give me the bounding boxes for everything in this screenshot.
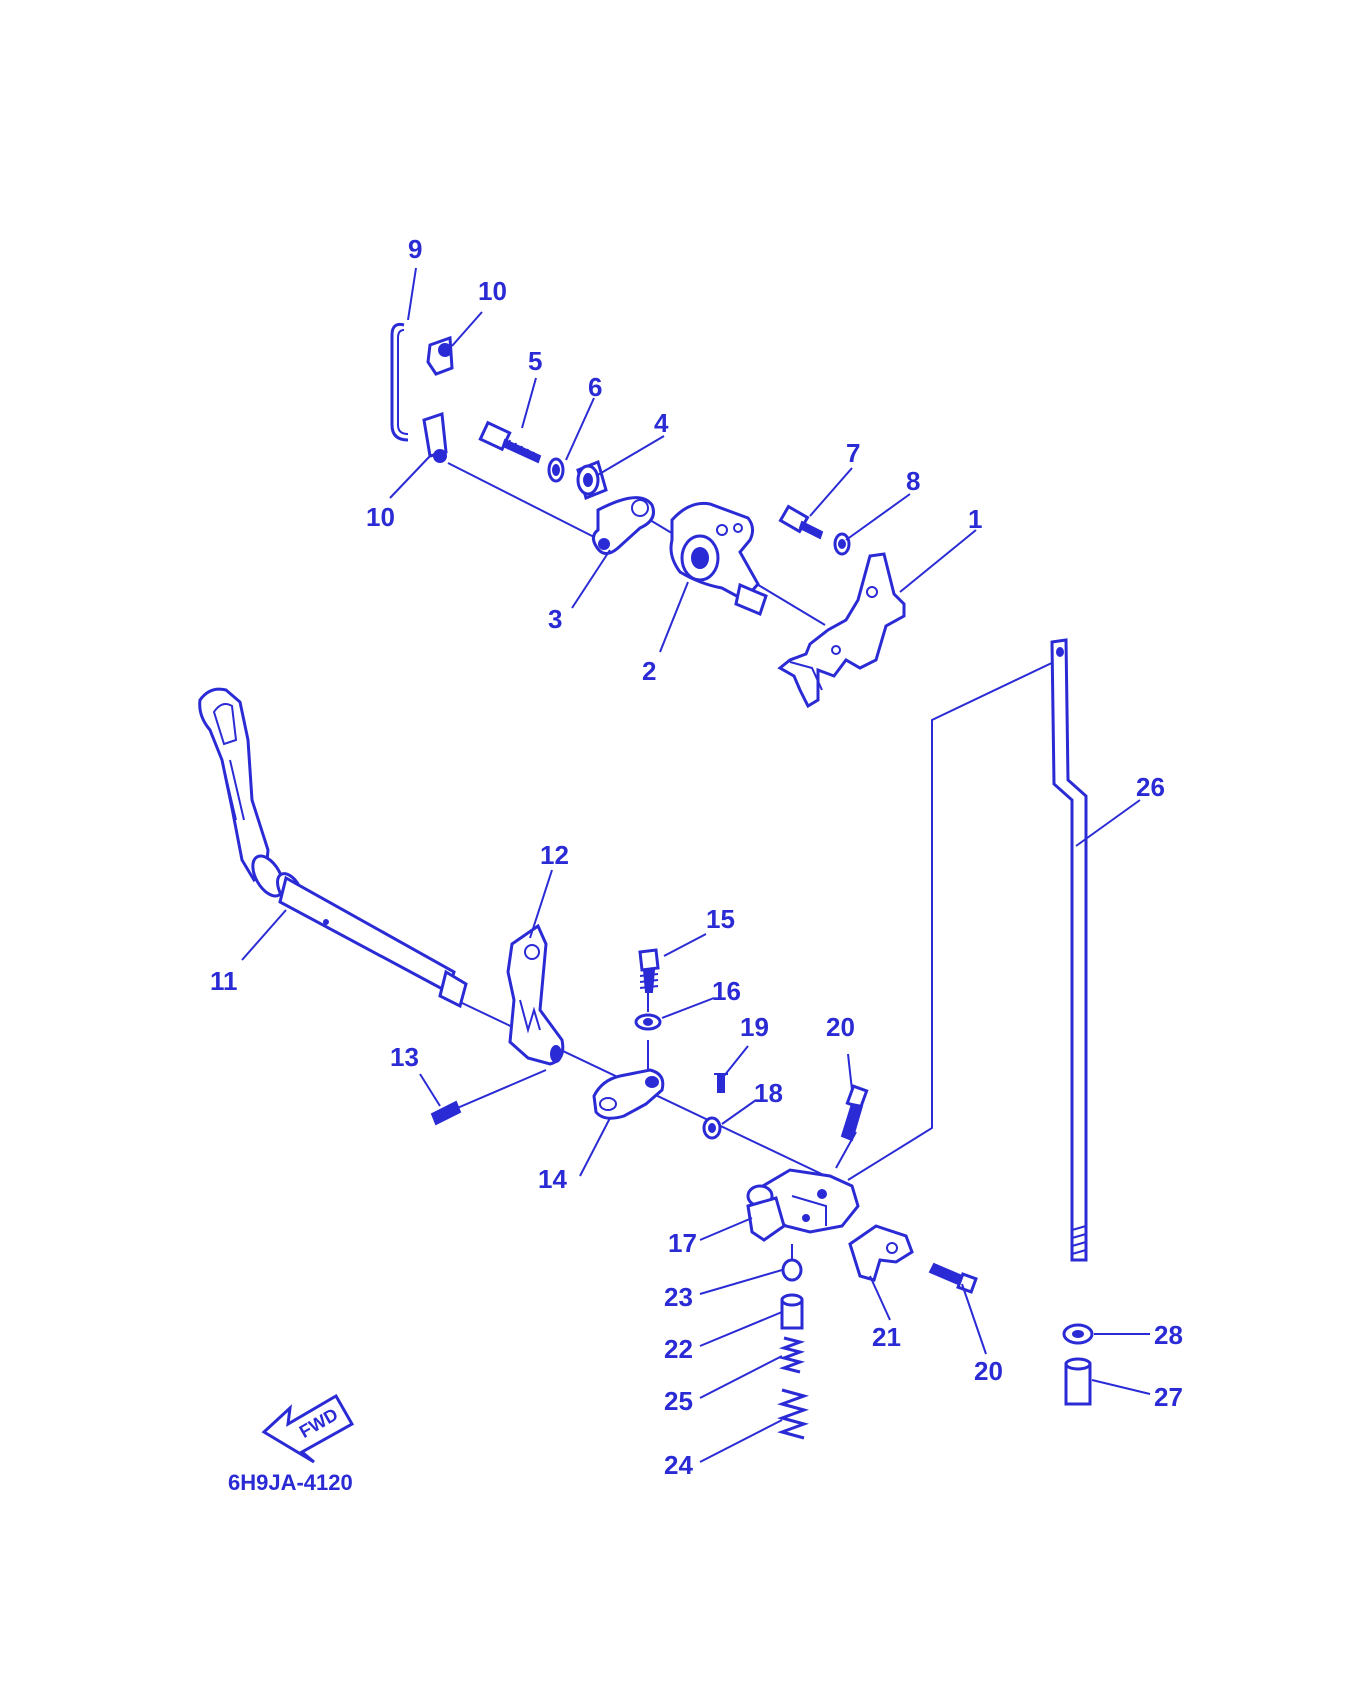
label-20-lower: 20 [974, 1356, 1003, 1386]
part-21-bracket[interactable] [848, 1224, 914, 1282]
label-25: 25 [664, 1386, 693, 1416]
part-20-lower-screw[interactable] [928, 1262, 978, 1294]
part-labels: 9 10 10 5 6 4 3 2 7 8 1 26 12 11 13 15 1… [210, 234, 1183, 1495]
label-26: 26 [1136, 772, 1165, 802]
label-17: 17 [668, 1228, 697, 1258]
part-17-connector[interactable] [746, 1168, 860, 1242]
part-7-screw[interactable] [778, 504, 824, 540]
fwd-arrow-icon: FWD [261, 1393, 355, 1464]
part-6-washer[interactable] [547, 457, 565, 483]
label-8: 8 [906, 466, 920, 496]
label-1: 1 [968, 504, 982, 534]
label-9: 9 [408, 234, 422, 264]
part-5-bolt[interactable] [478, 420, 542, 464]
label-20-upper: 20 [826, 1012, 855, 1042]
part-15-bolt[interactable] [638, 948, 660, 993]
part-16-washer[interactable] [634, 1013, 662, 1031]
part-2-throttle-cam[interactable] [669, 501, 768, 617]
label-16: 16 [712, 976, 741, 1006]
label-2: 2 [642, 656, 656, 686]
part-14-clamp[interactable] [592, 1068, 665, 1120]
label-10-upper: 10 [478, 276, 507, 306]
part-9-link-rod[interactable] [390, 323, 409, 442]
diagram-code: 6H9JA-4120 [228, 1470, 353, 1495]
upper-assembly-axis [447, 462, 826, 626]
label-15: 15 [706, 904, 735, 934]
part-1-bracket[interactable] [777, 552, 906, 709]
part-10-lower-clip[interactable] [422, 411, 448, 463]
part-24-spring[interactable] [777, 1388, 809, 1440]
part-10-upper-clip[interactable] [426, 335, 454, 376]
label-22: 22 [664, 1334, 693, 1364]
part-19-pin[interactable] [714, 1073, 728, 1093]
part-3-lever[interactable] [591, 496, 655, 555]
part-22-plunger[interactable] [780, 1293, 804, 1330]
part-11-shift-lever[interactable] [198, 687, 468, 1009]
label-10-lower: 10 [366, 502, 395, 532]
label-27: 27 [1154, 1382, 1183, 1412]
part-23-ball[interactable] [781, 1258, 803, 1282]
label-14: 14 [538, 1164, 567, 1194]
label-11: 11 [210, 966, 238, 996]
label-23: 23 [664, 1282, 693, 1312]
label-4: 4 [654, 408, 669, 438]
label-19: 19 [740, 1012, 769, 1042]
label-18: 18 [754, 1078, 783, 1108]
part-20-upper-screw[interactable] [840, 1084, 869, 1142]
label-21: 21 [872, 1322, 901, 1352]
part-4-bushing[interactable] [576, 459, 608, 501]
label-28: 28 [1154, 1320, 1183, 1350]
label-5: 5 [528, 346, 542, 376]
label-24: 24 [664, 1450, 693, 1480]
part-8-washer[interactable] [833, 532, 851, 556]
part-27-sleeve[interactable] [1064, 1357, 1092, 1406]
part-26-shift-rod[interactable] [1050, 638, 1088, 1262]
part-13-set-screw[interactable] [430, 1100, 462, 1126]
part-25-spring[interactable] [778, 1336, 806, 1374]
label-6: 6 [588, 372, 602, 402]
label-3: 3 [548, 604, 562, 634]
part-12-arm[interactable] [506, 923, 565, 1066]
part-28-nut[interactable] [1062, 1323, 1094, 1345]
leader-lines [241, 267, 1151, 1463]
label-12: 12 [540, 840, 569, 870]
label-7: 7 [846, 438, 860, 468]
part-18-washer[interactable] [702, 1116, 722, 1140]
label-13: 13 [390, 1042, 419, 1072]
